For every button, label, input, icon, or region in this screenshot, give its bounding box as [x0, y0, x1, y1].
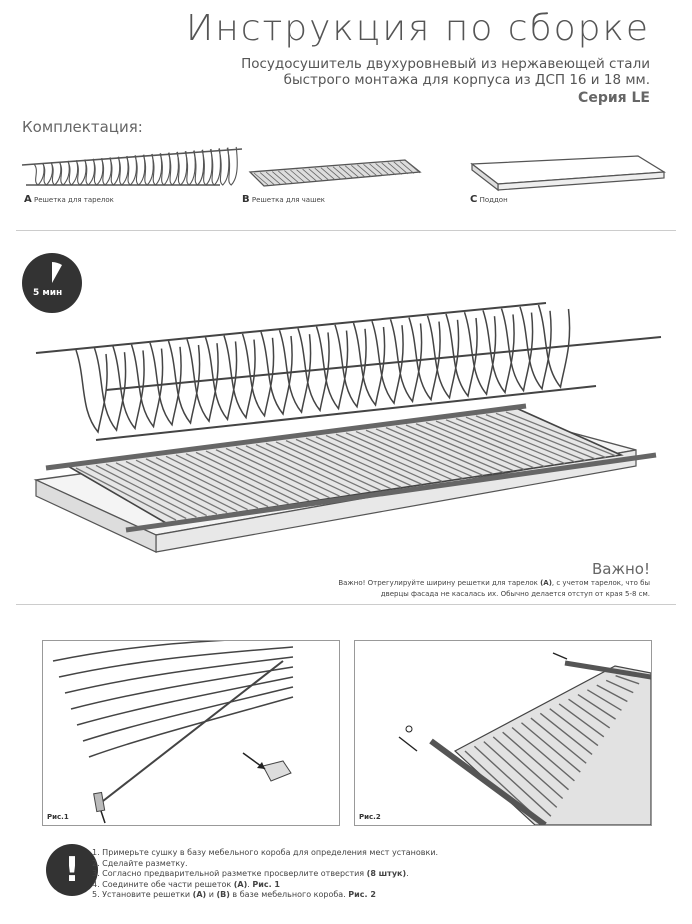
step-1: 1. Примерьте сушку в базу мебельного кор…: [92, 848, 439, 857]
step-3: 3. Согласно предварительной разметке про…: [92, 869, 438, 880]
step-4: 4. Соедините обе части решеток (А). Рис.…: [92, 880, 438, 891]
step-5-part-a: (А): [192, 890, 207, 899]
step-4-text: 4. Соедините обе части решеток: [92, 879, 234, 889]
page-title: Инструкция по сборке: [186, 8, 650, 49]
step-5-figure: Рис. 2: [348, 890, 376, 899]
figure-1-caption: Рис.1: [47, 813, 69, 821]
kit-item-tray: С Поддон: [468, 150, 678, 205]
important-note-line1-post: , с учетом тарелок, что бы: [551, 579, 650, 587]
step-5-part-b: (В): [216, 890, 230, 899]
kit-caption-a-text: Решетка для тарелок: [33, 196, 114, 204]
kit-caption-b: В Решетка для чашек: [242, 194, 325, 205]
series-label: Серия LE: [578, 90, 650, 106]
kit-letter-b: В: [242, 194, 250, 205]
timer-icon: 5 мин: [22, 253, 82, 313]
step-2: 2. Сделайте разметку.: [92, 858, 188, 868]
plate-rack-illustration: [21, 146, 243, 186]
assembly-illustration: [33, 302, 662, 553]
step-4-figure: Рис. 1: [252, 879, 280, 889]
timer-label: 5 мин: [33, 288, 63, 298]
page-subtitle: Посудосушитель двухуровневый из нержавею…: [190, 56, 650, 88]
figure-2: Рис.2: [354, 640, 652, 828]
step-5-and: и: [206, 890, 217, 899]
figure-2-illustration: [398, 652, 652, 828]
kit-letter-a: А: [24, 194, 32, 205]
important-note: Важно! Отрегулируйте ширину решетки для …: [290, 578, 650, 600]
step-4-sep: .: [247, 879, 253, 889]
important-note-line1-pre: Важно! Отрегулируйте ширину решетки для …: [338, 579, 541, 587]
figure-2-caption: Рис.2: [359, 813, 381, 821]
step-5-place: в базе мебельного короба.: [229, 890, 349, 899]
important-heading: Важно!: [592, 560, 650, 578]
subtitle-line-2: быстрого монтажа для корпуса из ДСП 16 и…: [283, 72, 650, 88]
step-3-end: .: [406, 869, 409, 878]
kit-letter-c: С: [470, 194, 478, 205]
important-note-line1-bold: (А): [540, 579, 552, 587]
kit-caption-c: С Поддон: [470, 194, 508, 205]
kit-item-plate-rack: А Решетка для тарелок: [20, 145, 250, 205]
tray-illustration: [470, 155, 667, 192]
figure-1-illustration: [52, 636, 294, 824]
subtitle-line-1: Посудосушитель двухуровневый из нержавею…: [241, 56, 650, 72]
cup-rack-illustration: [248, 159, 422, 187]
figure-1: Рис.1: [42, 636, 340, 826]
important-note-line2: дверцы фасада не касалась их. Обычно дел…: [380, 590, 650, 598]
step-4-part: (А): [233, 879, 248, 889]
kit-caption-a: А Решетка для тарелок: [24, 194, 114, 205]
kit-heading: Комплектация:: [22, 118, 143, 136]
assembly-steps: 1. Примерьте сушку в базу мебельного кор…: [92, 848, 438, 901]
step-3-holes: (8 штук): [366, 869, 407, 878]
step-3-text: 3. Согласно предварительной разметке про…: [92, 869, 367, 878]
warning-icon: !: [46, 844, 98, 896]
kit-caption-c-text: Поддон: [479, 196, 508, 204]
divider-top: [16, 230, 676, 231]
kit-item-cup-rack: В Решетка для чашек: [240, 150, 450, 205]
divider-middle: [16, 604, 676, 605]
step-5-text: 5. Установите решетки: [92, 890, 193, 899]
step-5: 5. Установите решетки (А) и (В) в базе м…: [92, 890, 438, 901]
kit-caption-b-text: Решетка для чашек: [251, 196, 326, 204]
